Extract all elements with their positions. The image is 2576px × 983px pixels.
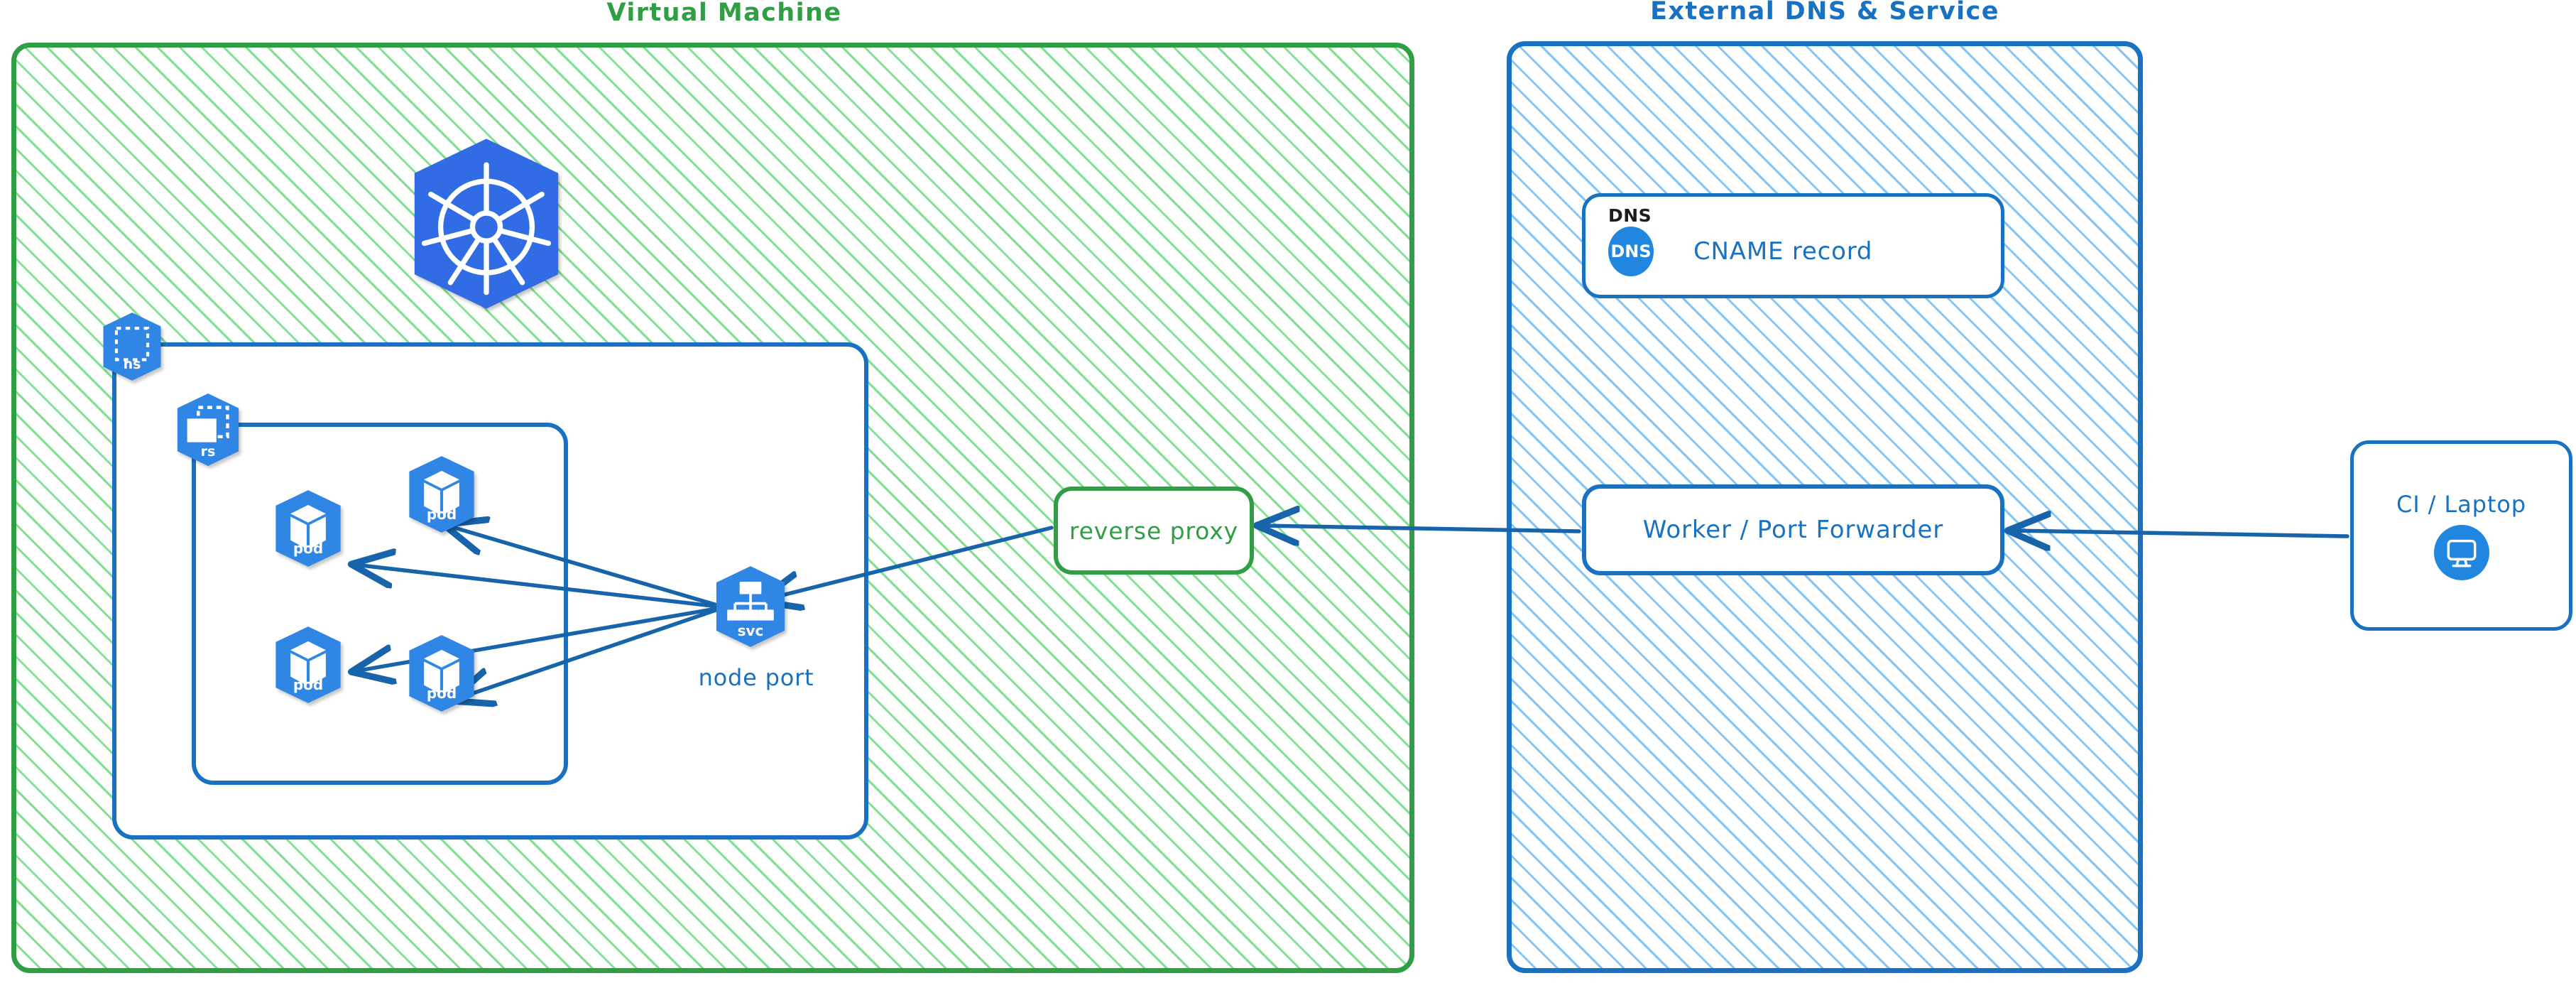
pod-icon-2[interactable]: pod	[405, 455, 479, 534]
ci-laptop-label: CI / Laptop	[2396, 491, 2526, 518]
worker-port-forwarder-label: Worker / Port Forwarder	[1642, 516, 1944, 544]
namespace-icon[interactable]: ns	[99, 311, 165, 382]
group-title-external-dns-service: External DNS & Service	[1650, 0, 1999, 26]
node-port-label: node port	[698, 664, 814, 691]
dns-record-card[interactable]: DNS DNS CNAME record	[1582, 193, 2004, 298]
pod-icon-1[interactable]: pod	[271, 489, 345, 568]
service-icon[interactable]: svc	[711, 565, 790, 648]
kubernetes-wheel-icon	[405, 135, 568, 313]
dns-badge-icon: DNS	[1608, 227, 1654, 276]
ci-laptop-card[interactable]: CI / Laptop	[2350, 440, 2572, 631]
pod-icon-3[interactable]: pod	[271, 625, 345, 705]
reverse-proxy-label: reverse proxy	[1069, 516, 1239, 545]
desktop-monitor-icon	[2433, 525, 2489, 580]
group-title-virtual-machine: Virtual Machine	[606, 0, 842, 27]
replicaset-icon[interactable]: rs	[173, 392, 243, 467]
dns-tag-label: DNS	[1608, 205, 1652, 226]
worker-port-forwarder-card[interactable]: Worker / Port Forwarder	[1582, 484, 2004, 575]
pod-icon-4[interactable]: pod	[405, 634, 479, 713]
cname-record-label: CNAME record	[1693, 237, 1873, 266]
reverse-proxy-card[interactable]: reverse proxy	[1054, 487, 1254, 575]
namespace-boundary-box[interactable]	[192, 423, 568, 785]
